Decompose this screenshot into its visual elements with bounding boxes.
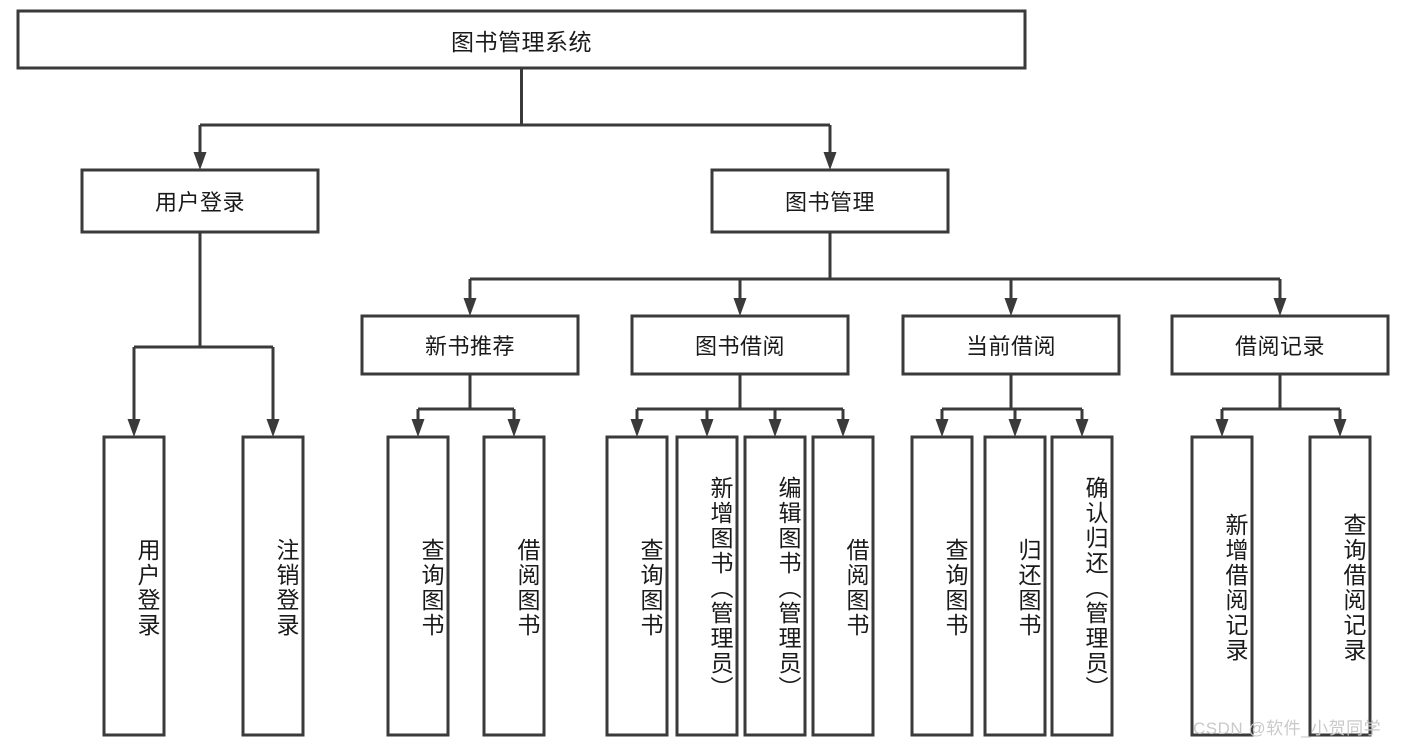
node-box-leaf_user_login[interactable] [102, 435, 166, 737]
arrow-head-icon [1333, 419, 1347, 437]
node-box-leaf_rec_add[interactable] [1190, 435, 1254, 737]
node-box-leaf_new_borrow[interactable] [482, 435, 546, 737]
node-box-leaf_rec_query[interactable] [1308, 435, 1372, 737]
arrow-head-icon [823, 152, 837, 170]
arrow-head-icon [127, 419, 141, 437]
arrow-head-icon [1075, 419, 1089, 437]
node-box-l2_book[interactable] [710, 168, 950, 234]
node-box-l3_newbook[interactable] [360, 314, 580, 376]
node-box-leaf_cur_return[interactable] [983, 435, 1047, 737]
arrow-head-icon [935, 419, 949, 437]
arrow-head-icon [193, 152, 207, 170]
node-box-leaf_cur_confirm[interactable] [1050, 435, 1114, 737]
node-box-l3_record[interactable] [1170, 314, 1390, 376]
arrow-head-icon [507, 419, 521, 437]
node-box-leaf_borrow_lend[interactable] [811, 435, 875, 737]
node-box-leaf_borrow_edit[interactable] [743, 435, 807, 737]
connectors-group [127, 68, 1347, 437]
arrow-head-icon [1004, 298, 1018, 316]
node-box-root[interactable] [16, 9, 1027, 70]
node-box-leaf_borrow_query[interactable] [605, 435, 669, 737]
arrow-head-icon [463, 298, 477, 316]
watermark: CSDN @软件_小贺同学 [1193, 719, 1382, 738]
arrow-head-icon [700, 419, 714, 437]
arrow-head-icon [733, 298, 747, 316]
arrow-head-icon [1008, 419, 1022, 437]
arrow-head-icon [836, 419, 850, 437]
arrow-head-icon [1273, 298, 1287, 316]
arrow-head-icon [768, 419, 782, 437]
nodes-group [16, 9, 1390, 737]
node-box-leaf_cur_query[interactable] [910, 435, 974, 737]
arrow-head-icon [266, 419, 280, 437]
node-box-l3_borrow[interactable] [630, 314, 850, 376]
node-box-l3_current[interactable] [901, 314, 1121, 376]
node-box-leaf_new_query[interactable] [386, 435, 450, 737]
node-box-leaf_borrow_add[interactable] [675, 435, 739, 737]
arrow-head-icon [630, 419, 644, 437]
node-box-l2_user[interactable] [80, 168, 320, 234]
arrow-head-icon [1215, 419, 1229, 437]
arrow-head-icon [411, 419, 425, 437]
node-box-leaf_user_logout[interactable] [241, 435, 305, 737]
